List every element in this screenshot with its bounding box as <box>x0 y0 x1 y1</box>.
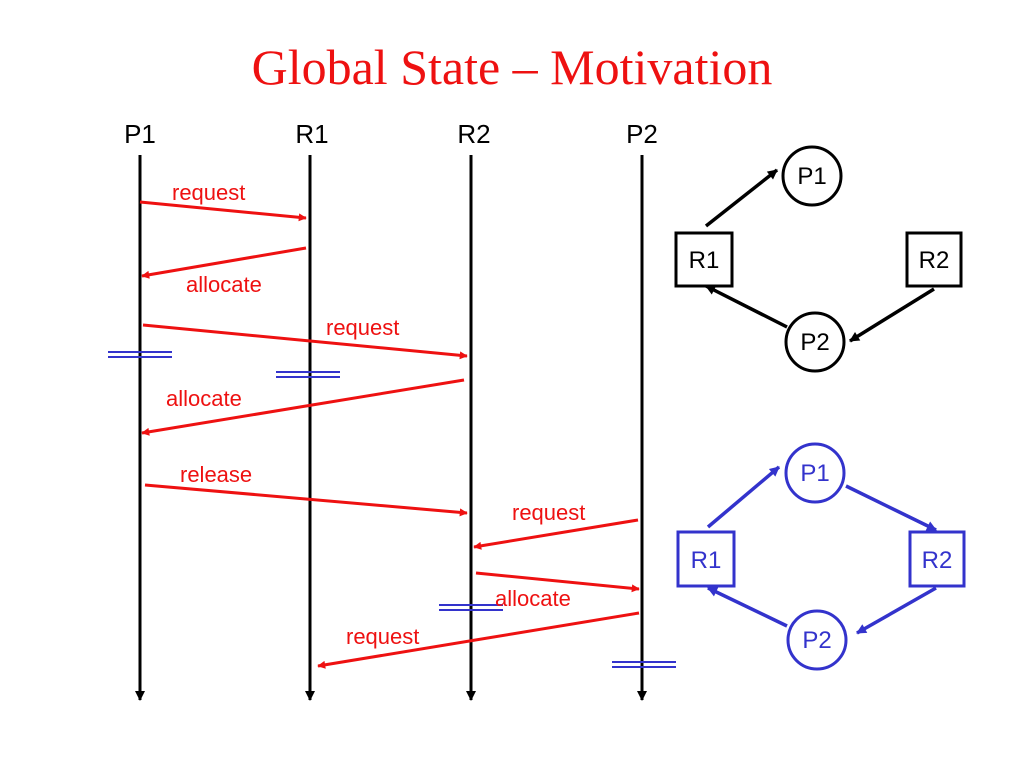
process-label-r2: R2 <box>457 119 490 149</box>
graph-node-label: P2 <box>802 627 831 654</box>
message-label: allocate <box>186 272 262 297</box>
graph-node-label: R1 <box>689 247 720 274</box>
graph-node-label: P1 <box>797 163 826 190</box>
process-label-r1: R1 <box>295 119 328 149</box>
graph-node-r1 <box>676 530 736 588</box>
graph-node-r2 <box>905 231 963 288</box>
message-arrow <box>144 483 468 517</box>
cut-marker <box>612 661 676 668</box>
graph-node-label: R2 <box>922 547 953 574</box>
graph-node-p1 <box>781 145 843 207</box>
graph-node-label: P1 <box>800 460 829 487</box>
message-label: request <box>346 624 419 649</box>
cut-marker <box>276 371 340 378</box>
graph-node-label: R1 <box>691 547 722 574</box>
process-label-p2: P2 <box>626 119 658 149</box>
resource-graph-top: P1 R1 R2 P2 <box>674 145 963 373</box>
message-label: allocate <box>166 386 242 411</box>
graph-node-r2 <box>908 530 966 588</box>
graph-edge <box>705 284 788 329</box>
graph-node-label: P2 <box>800 329 829 356</box>
graph-edge <box>856 586 937 635</box>
resource-graph-bottom: P1 R1 R2 P2 <box>676 442 966 671</box>
message-label: release <box>180 462 252 487</box>
graph-edge <box>849 287 935 343</box>
graph-node-p2 <box>784 311 846 373</box>
graph-edge <box>707 586 788 628</box>
graph-node-r1 <box>674 231 734 288</box>
process-label-p1: P1 <box>124 119 156 149</box>
message-label: request <box>172 180 245 205</box>
graph-node-p1 <box>784 442 846 504</box>
message-arrow <box>317 611 640 669</box>
cut-marker <box>108 351 172 358</box>
graph-edge <box>704 168 779 228</box>
message-label: request <box>512 500 585 525</box>
message-label: allocate <box>495 586 571 611</box>
graph-node-p2 <box>786 609 848 671</box>
message-arrow <box>141 246 307 279</box>
cut-marker <box>439 604 503 611</box>
message-arrow <box>139 200 307 222</box>
message-arrow <box>473 518 639 550</box>
message-arrow <box>475 571 640 593</box>
graph-edge <box>845 484 937 532</box>
slide-title: Global State – Motivation <box>251 39 773 95</box>
graph-edge <box>706 465 781 529</box>
message-arrow <box>142 323 468 360</box>
message-label: request <box>326 315 399 340</box>
message-arrow <box>141 378 465 436</box>
graph-node-label: R2 <box>919 247 950 274</box>
